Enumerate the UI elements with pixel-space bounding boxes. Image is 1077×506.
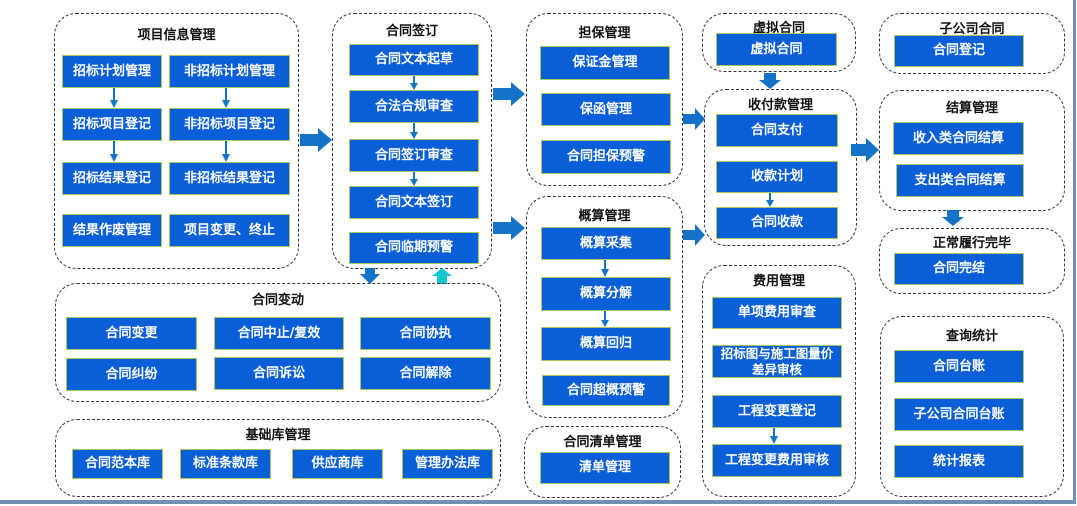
group-title: 收付款管理 [747, 98, 813, 113]
arrow-down-icon [942, 210, 964, 226]
box-regulation-library[interactable]: 管理办法库 [402, 449, 493, 479]
group-settlement: 结算管理 [879, 90, 1065, 211]
group-title: 费用管理 [752, 274, 805, 289]
arrow-right-icon [683, 224, 705, 246]
group-title: 基础库管理 [245, 428, 311, 443]
box-result-void[interactable]: 结果作废管理 [62, 214, 162, 247]
box-nonbid-project-register[interactable]: 非招标项目登记 [169, 108, 290, 141]
box-bid-plan[interactable]: 招标计划管理 [62, 55, 162, 88]
group-subsidiary: 子公司合同 [879, 13, 1065, 74]
group-base-library: 基础库管理 [55, 419, 501, 497]
box-engineering-change-expense-review[interactable]: 工程变更费用审核 [712, 444, 842, 477]
group-title: 项目信息管理 [137, 28, 216, 43]
box-supplier-library[interactable]: 供应商库 [292, 449, 383, 479]
group-completion: 正常履行完毕 [879, 228, 1065, 294]
arrow-up-return-icon [432, 268, 452, 284]
box-budget-decompose[interactable]: 概算分解 [541, 277, 671, 311]
box-bid-project-register[interactable]: 招标项目登记 [62, 108, 162, 141]
arrow-right-icon [493, 82, 525, 106]
group-contract-change: 合同变动 [55, 283, 501, 402]
box-bill-management[interactable]: 清单管理 [540, 452, 670, 484]
box-budget-return[interactable]: 概算回归 [541, 327, 671, 361]
arrow-down-icon [360, 268, 380, 284]
box-budget-collect[interactable]: 概算采集 [541, 227, 671, 260]
arrow-right-icon [683, 108, 705, 130]
arrow-down-icon [110, 88, 118, 108]
arrow-down-icon [410, 123, 418, 139]
box-bid-result-register[interactable]: 招标结果登记 [62, 162, 162, 195]
box-expiry-warning[interactable]: 合同临期预警 [349, 232, 479, 264]
box-contract-register[interactable]: 合同登记 [894, 35, 1024, 67]
arrow-down-icon [222, 141, 230, 162]
box-deposit[interactable]: 保证金管理 [540, 46, 670, 80]
box-nonbid-result-register[interactable]: 非招标结果登记 [169, 162, 290, 195]
arrow-down-icon [770, 428, 778, 444]
box-virtual-contract[interactable]: 虚拟合同 [716, 33, 837, 66]
box-draft-text[interactable]: 合同文本起草 [349, 44, 479, 76]
box-engineering-change-register[interactable]: 工程变更登记 [712, 395, 842, 428]
box-contract-receipt[interactable]: 合同收款 [716, 207, 838, 239]
group-bill: 合同清单管理 [524, 426, 681, 498]
arrow-right-icon [493, 216, 525, 240]
group-guarantee: 担保管理 [526, 13, 683, 186]
arrow-down-icon [110, 141, 118, 162]
box-receipt-plan[interactable]: 收款计划 [716, 161, 838, 193]
box-letter-of-guarantee[interactable]: 保函管理 [541, 93, 671, 126]
arrow-down-icon [222, 88, 230, 108]
box-income-settlement[interactable]: 收入类合同结算 [893, 122, 1024, 155]
box-contract-assist[interactable]: 合同协执 [360, 317, 491, 350]
box-subsidiary-ledger[interactable]: 子公司合同台账 [894, 398, 1024, 431]
group-budget: 概算管理 [526, 196, 683, 418]
box-contract-payment[interactable]: 合同支付 [716, 114, 838, 147]
box-single-expense-review[interactable]: 单项费用审查 [712, 297, 842, 329]
group-title: 合同清单管理 [563, 435, 642, 450]
group-title: 虚拟合同 [752, 21, 805, 36]
box-nonbid-plan[interactable]: 非招标计划管理 [169, 55, 290, 88]
group-title: 合同签订 [385, 24, 438, 39]
box-contract-termination[interactable]: 合同解除 [360, 357, 491, 390]
box-compliance-review[interactable]: 合法合规审查 [349, 90, 479, 123]
box-project-change-terminate[interactable]: 项目变更、终止 [169, 214, 290, 247]
box-contract-suspend-resume[interactable]: 合同中止/复效 [214, 317, 344, 350]
box-drawing-price-diff-review[interactable]: 招标图与施工图量价差异审核 [712, 345, 842, 378]
box-statistics-report[interactable]: 统计报表 [894, 445, 1024, 478]
group-virtual: 虚拟合同 [702, 13, 856, 72]
arrow-right-icon [851, 138, 879, 162]
box-guarantee-warning[interactable]: 合同担保预警 [541, 140, 671, 174]
group-expense: 费用管理 [702, 265, 856, 497]
group-payment: 收付款管理 [704, 89, 857, 246]
box-contract-completion[interactable]: 合同完结 [894, 253, 1024, 285]
arrow-down-icon [766, 193, 774, 207]
arrow-down-icon [410, 76, 418, 90]
group-project-info: 项目信息管理 [54, 13, 299, 269]
group-title: 子公司合同 [939, 22, 1005, 37]
group-title: 正常履行完毕 [932, 236, 1011, 251]
group-title: 结算管理 [945, 101, 998, 116]
box-over-budget-warning[interactable]: 合同超概预警 [542, 375, 670, 406]
group-title: 合同变动 [251, 293, 304, 308]
arrow-down-icon [601, 260, 609, 277]
box-contract-litigation[interactable]: 合同诉讼 [214, 357, 344, 390]
arrow-right-icon [300, 128, 332, 152]
box-template-library[interactable]: 合同范本库 [72, 449, 163, 479]
group-title: 查询统计 [945, 329, 998, 344]
arrow-down-icon [759, 73, 781, 89]
box-contract-dispute[interactable]: 合同纠纷 [66, 358, 197, 391]
group-query: 查询统计 [880, 316, 1064, 497]
box-sign-text[interactable]: 合同文本签订 [349, 186, 479, 219]
arrow-down-icon [601, 311, 609, 327]
box-standard-clause-library[interactable]: 标准条款库 [180, 449, 271, 479]
arrow-down-icon [410, 172, 418, 186]
group-title: 概算管理 [578, 209, 631, 224]
box-signing-review[interactable]: 合同签订审查 [349, 139, 479, 172]
box-contract-modify[interactable]: 合同变更 [66, 317, 197, 350]
box-contract-ledger[interactable]: 合同台账 [894, 350, 1024, 383]
box-expense-settlement[interactable]: 支出类合同结算 [896, 164, 1024, 197]
group-title: 担保管理 [578, 26, 631, 41]
group-signing: 合同签订 [332, 13, 492, 269]
